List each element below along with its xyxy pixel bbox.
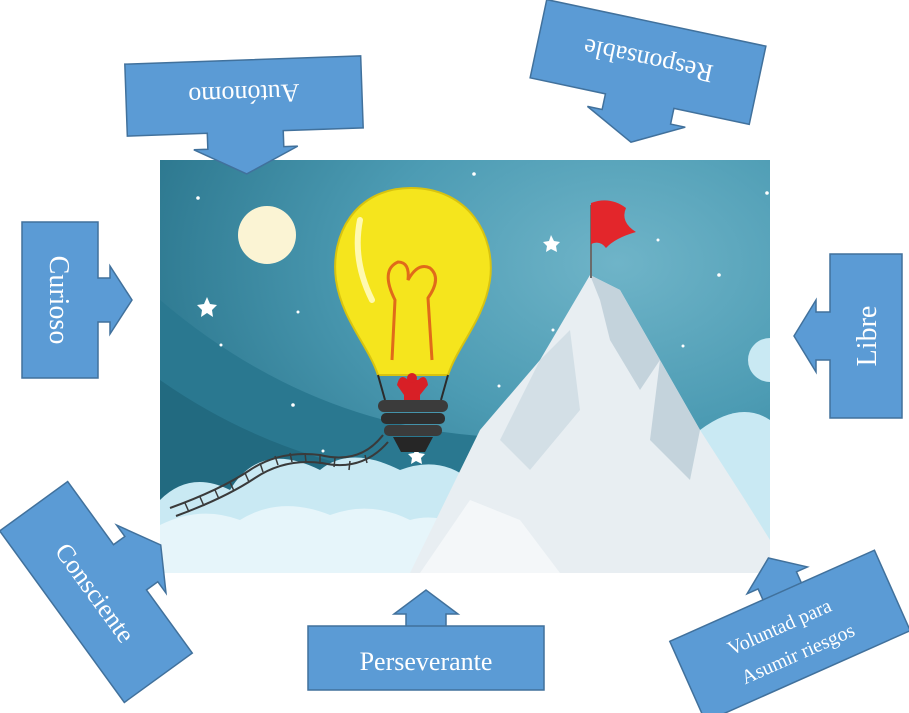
callout-perseverante-label: Perseverante [360,647,493,676]
callout-autonomo-label: Autónomo [188,78,300,111]
moon-icon [238,206,296,264]
callout-responsable: Responsable [529,0,767,144]
rope-ladder [169,434,389,517]
callout-libre-label: Libre [852,306,883,367]
callout-autonomo: Autónomo [124,55,364,175]
illustration [160,160,770,573]
light-bulb-balloon [334,186,492,452]
flag-icon [590,200,636,278]
callout-libre: Libre [793,253,903,419]
star-icon [408,447,425,464]
callout-perseverante: Perseverante [307,589,545,691]
star-icon [197,297,217,317]
callout-curioso: Curioso [21,221,133,379]
mountain [410,275,770,573]
callout-curioso-label: Curioso [43,256,74,345]
stars [196,172,769,464]
star-icon [543,235,560,252]
